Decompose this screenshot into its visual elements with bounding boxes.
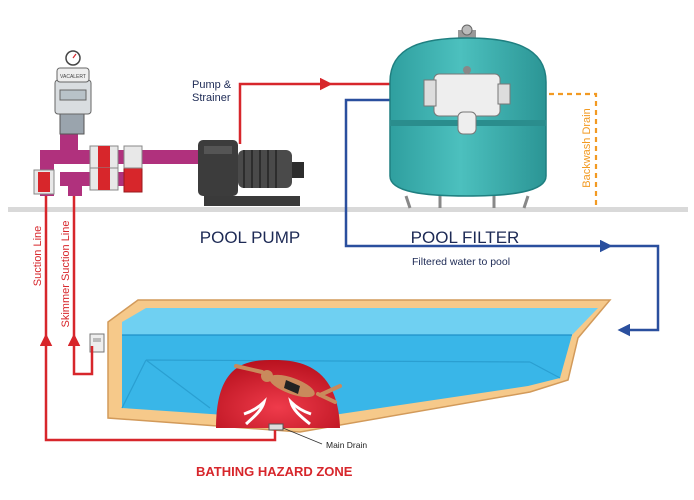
pool-pump-title: POOL PUMP <box>200 228 300 247</box>
pool-water <box>122 335 572 420</box>
pool-back-wall <box>122 308 598 335</box>
main-drain-leader <box>282 427 323 445</box>
backwash-drain-label: Backwash Drain <box>581 108 593 187</box>
bathing-hazard-zone-title: BATHING HAZARD ZONE <box>196 464 353 479</box>
suction-lines <box>39 77 426 442</box>
return-line <box>344 98 660 337</box>
skimmer-lip <box>93 338 101 342</box>
suction-line-pipe <box>39 333 277 442</box>
swimmer-figure <box>234 364 342 404</box>
pool-filter-title: POOL FILTER <box>411 228 520 247</box>
pump-strainer-label: Pump & <box>192 79 232 91</box>
pool-floor-lines <box>121 359 561 409</box>
suction-line-label: Suction Line <box>32 226 44 287</box>
suction-swirl-right <box>288 397 312 426</box>
pool-filter <box>389 24 547 209</box>
hazard-dome-shape <box>216 360 340 428</box>
vacalert-label: VACALERT <box>60 74 86 80</box>
swimming-pool <box>89 299 612 433</box>
multiport-valve <box>433 73 501 117</box>
vacalert-device: VACALERT <box>54 50 92 135</box>
pump-to-filter-pipe <box>238 77 333 144</box>
pool-pump <box>196 140 304 206</box>
pump-motor <box>238 150 292 188</box>
main-drain-grate <box>268 423 284 431</box>
return-pipe-to-ground <box>344 98 613 253</box>
main-drain-label: Main Drain <box>326 440 367 450</box>
pump-strainer-label-2: Strainer <box>192 92 231 104</box>
bathing-hazard-dome <box>216 360 342 431</box>
skimmer-suction-line-label: Skimmer Suction Line <box>60 221 72 328</box>
skimmer-suction-pipe <box>67 333 94 376</box>
suction-swirl-left <box>243 397 267 426</box>
return-pipe-to-pool <box>610 244 660 337</box>
filtered-water-label: Filtered water to pool <box>412 256 510 268</box>
pump-inlet-pipework <box>33 130 202 196</box>
ground-line <box>8 207 688 212</box>
